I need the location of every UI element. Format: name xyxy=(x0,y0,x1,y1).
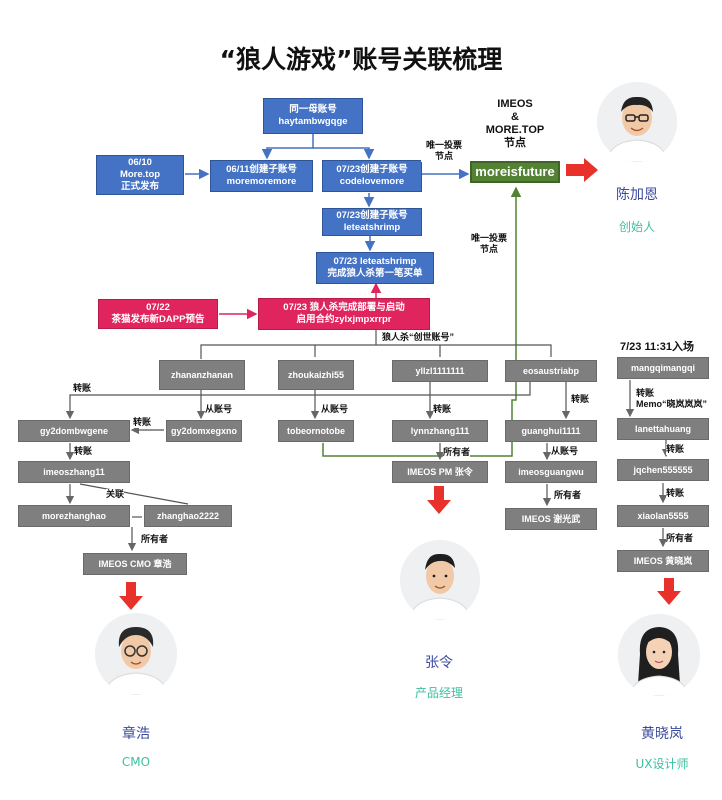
codelovemore-node: 07/23创建子账号 codelovemore xyxy=(322,160,422,192)
moretop-release-node: 06/10 More.top 正式发布 xyxy=(96,155,184,195)
node-line: 正式发布 xyxy=(120,181,159,192)
node-line: 07/23创建子账号 xyxy=(336,164,408,175)
vote-label-top: 唯一投票节点 xyxy=(421,140,467,162)
imeoszhang11-node: imeoszhang11 xyxy=(18,461,130,483)
moremoremore-node: 06/11创建子账号 moremoremore xyxy=(210,160,313,192)
entry-time-label: 7/23 11:31入场 xyxy=(620,341,694,353)
transfer-label: 转账 xyxy=(433,404,452,415)
gy2dombwgene-node: gy2dombwgene xyxy=(18,420,130,442)
moreisfuture-node: moreisfuture xyxy=(470,161,560,183)
huangxiaolan-node: IMEOS 黄晓岚 xyxy=(617,550,709,572)
jqchen-node: jqchen555555 xyxy=(617,459,709,481)
cmo-avatar xyxy=(95,613,177,695)
founder-name: 陈加恩 xyxy=(616,187,658,203)
transfer-label: 转账 xyxy=(666,444,685,455)
pm-role: 产品经理 xyxy=(414,686,463,700)
lynnzhang111-node: lynnzhang111 xyxy=(392,420,488,442)
mangqimangqi-node: mangqimangqi xyxy=(617,357,709,379)
node-line: 07/22 xyxy=(146,302,170,313)
sub-account-label: 从账号 xyxy=(321,404,349,415)
cmo-name: 章浩 xyxy=(122,726,150,742)
node-line: 07/23 狼人杀完成部署与启动 xyxy=(283,302,405,313)
node-line: 同一母账号 xyxy=(289,104,337,115)
ux-role: UX设计师 xyxy=(635,757,689,771)
pm-avatar xyxy=(400,540,480,620)
xieguangwu-node: IMEOS 谢光武 xyxy=(505,508,597,530)
node-line: 启用合约zylxjmpxrrpr xyxy=(296,314,392,325)
diagram-title: “狼人游戏”账号关联梳理 xyxy=(219,45,503,74)
cmo-zhanghao-node: IMEOS CMO 章浩 xyxy=(83,553,187,575)
genesis-account-label: 狼人杀“创世账号” xyxy=(382,332,455,343)
lanettahuang-node: lanettahuang xyxy=(617,418,709,440)
transfer-label: 转账 xyxy=(571,394,590,405)
pm-zhangling-node: IMEOS PM 张令 xyxy=(392,461,488,483)
first-buy-node: 07/23 leteatshrimp 完成狼人杀第一笔买单 xyxy=(316,252,434,284)
founder-avatar xyxy=(597,82,677,162)
owner-label: 所有者 xyxy=(443,447,471,458)
owner-label: 所有者 xyxy=(141,534,169,545)
transfer-label: 转账 xyxy=(73,383,92,394)
sub-account-label: 从账号 xyxy=(551,446,579,457)
owner-label: 所有者 xyxy=(666,533,694,544)
gy2domxegxno-node: gy2domxegxno xyxy=(166,420,242,442)
morezhanghao-node: morezhanghao xyxy=(18,505,130,527)
yllzl-node: yllzl1111111 xyxy=(392,360,488,382)
sub-account-label: 从账号 xyxy=(205,404,233,415)
vote-label-side: 唯一投票节点 xyxy=(466,233,512,255)
node-line: 06/10 xyxy=(128,157,152,168)
ux-avatar xyxy=(618,614,700,696)
node-line: More.top xyxy=(119,169,161,180)
node-line: moremoremore xyxy=(226,176,297,187)
cmo-role: CMO xyxy=(121,755,151,769)
node-line: leteatshrimp xyxy=(343,222,401,233)
node-line: codelovemore xyxy=(339,176,405,187)
tobeornotobe-node: tobeornotobe xyxy=(278,420,354,442)
node-line: 茶猫发布新DAPP预告 xyxy=(111,314,205,325)
node-line: 完成狼人杀第一笔买单 xyxy=(327,268,423,279)
leteatshrimp-node: 07/23创建子账号 leteatshrimp xyxy=(322,208,422,236)
xiaolan-node: xiaolan5555 xyxy=(617,505,709,527)
deploy-node: 07/23 狼人杀完成部署与启动 启用合约zylxjmpxrrpr xyxy=(258,298,430,330)
guanghui1111-node: guanghui1111 xyxy=(505,420,597,442)
ux-name: 黄晓岚 xyxy=(641,726,683,742)
parent-account-node: 同一母账号 haytambwgqge xyxy=(263,98,363,134)
node-line: 06/11创建子账号 xyxy=(226,164,297,175)
owner-label: 所有者 xyxy=(554,490,582,501)
zhanghao2222-node: zhanghao2222 xyxy=(144,505,232,527)
transfer-label: 转账 xyxy=(133,417,152,428)
related-label: 关联 xyxy=(106,489,125,500)
node-line: 07/23 leteatshrimp xyxy=(333,256,417,267)
transfer-label: 转账 xyxy=(74,446,93,457)
node-line: haytambwgqge xyxy=(278,116,348,127)
transfer-label: 转账 xyxy=(666,488,685,499)
node-line: 07/23创建子账号 xyxy=(336,210,408,221)
pm-name: 张令 xyxy=(425,655,453,671)
zhoukaizhi55-node: zhoukaizhi55 xyxy=(278,360,354,390)
founder-role: 创始人 xyxy=(618,220,655,234)
eosaustriabp-node: eosaustriabp xyxy=(505,360,597,382)
cat-preview-node: 07/22 茶猫发布新DAPP预告 xyxy=(98,299,218,329)
imeosguangwu-node: imeosguangwu xyxy=(505,461,597,483)
zhananzhanan-node: zhananzhanan xyxy=(159,360,245,390)
